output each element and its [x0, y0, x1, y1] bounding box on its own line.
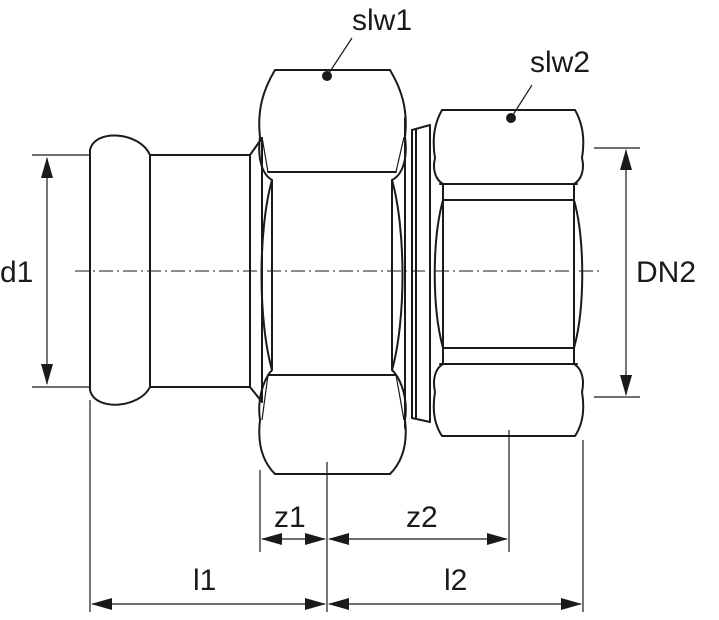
z2-label: z2 [406, 501, 438, 534]
hex-nut-1 [258, 69, 407, 475]
z1-dimension [261, 533, 326, 545]
nut1-face-right [391, 179, 404, 371]
d1-dimension [32, 154, 90, 388]
d1-label: d1 [0, 256, 33, 289]
z1-arrow-right [305, 533, 326, 545]
l2-arrow-left [328, 598, 349, 610]
l1-dimension [91, 598, 326, 610]
nut2-face-right [573, 199, 584, 349]
z1-label: z1 [274, 501, 306, 534]
l2-arrow-right [561, 598, 582, 610]
press-end [89, 134, 251, 406]
ring-top [411, 124, 431, 131]
collar [249, 137, 263, 403]
nut1-chamfer-br [395, 374, 405, 421]
nut1-chamfer-bl [261, 374, 269, 421]
z1-arrow-left [261, 533, 282, 545]
nut2-face-left [433, 199, 444, 349]
hex-nut-2 [432, 109, 585, 437]
z2-arrow-right [487, 533, 508, 545]
nut1-face-left [260, 179, 273, 371]
z2-arrow-left [328, 533, 349, 545]
ring-bottom [411, 417, 431, 423]
middle-rings [404, 117, 431, 429]
nut1-chamfer-tr [395, 136, 405, 173]
d1-arrow-top [41, 157, 53, 178]
dn2-dimension [594, 147, 640, 398]
dn2-arrow-top [620, 149, 632, 170]
z2-dimension [328, 533, 508, 545]
press-bead [89, 134, 151, 406]
l1-arrow-right [305, 598, 326, 610]
l1-label: l1 [193, 564, 216, 597]
l1-arrow-left [91, 598, 112, 610]
dn2-arrow-bottom [620, 375, 632, 396]
slw2-label: slw2 [530, 46, 590, 79]
d1-arrow-bottom [41, 364, 53, 385]
l2-dimension [328, 598, 582, 610]
dn2-label: DN2 [636, 256, 696, 289]
slw2-leader [510, 84, 533, 119]
nut2-outline [432, 109, 585, 437]
nut1-outline [258, 69, 407, 475]
slw1-leader [326, 37, 353, 77]
slw1-label: slw1 [352, 4, 412, 37]
nut1-chamfer-tl [261, 136, 269, 173]
l2-label: l2 [444, 564, 467, 597]
